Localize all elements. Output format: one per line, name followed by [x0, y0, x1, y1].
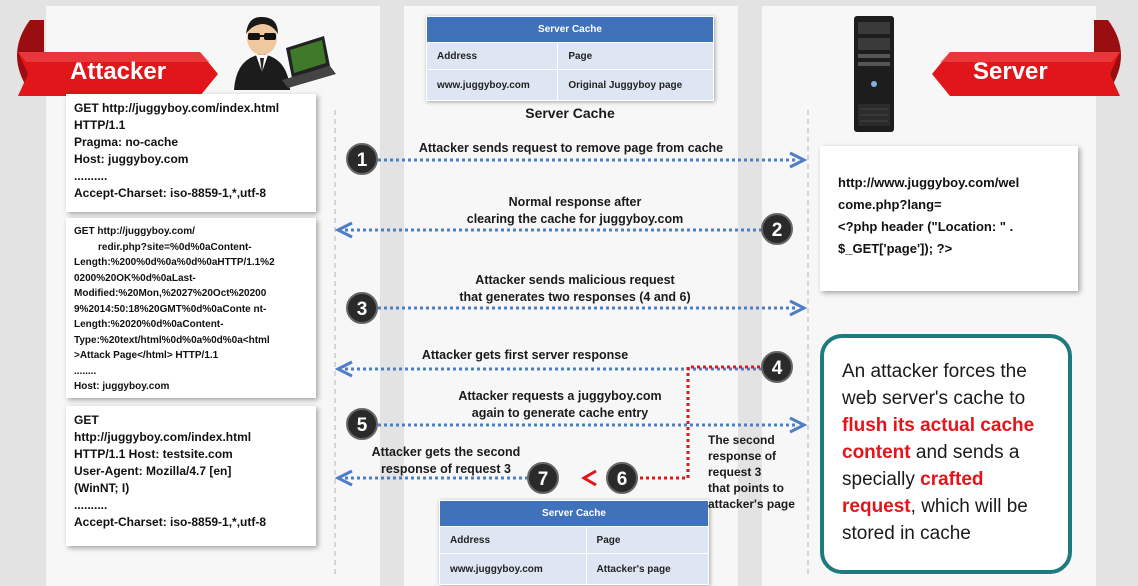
- step-7-label-line2: response of request 3: [381, 462, 511, 476]
- cache-table-title: Server Cache: [426, 16, 714, 43]
- cache-cell-address: www.juggyboy.com: [439, 553, 587, 585]
- request-line: Type:%20text/html%0d%0a%0d%0a<html: [74, 334, 270, 346]
- server-cache-table-bottom: Server Cache Address Page www.juggyboy.c…: [439, 500, 710, 585]
- cache-table-title: Server Cache: [439, 500, 709, 527]
- step-5-marker: [346, 408, 378, 440]
- request-line: Length:%200%0d%0a%0d%0aHTTP/1.1%2: [74, 257, 275, 268]
- request-line: GET: [74, 413, 99, 427]
- step-4-label: Attacker gets first server response: [421, 348, 629, 362]
- request-line: http://juggyboy.com/index.html: [74, 430, 252, 444]
- step-7-label-line1: Attacker gets the second: [371, 445, 521, 459]
- attacker-person-icon: [234, 16, 336, 90]
- request-line: ..........: [74, 498, 108, 512]
- step-1-label: Attacker sends request to remove page fr…: [418, 141, 724, 155]
- request-box-3: GET http://juggyboy.com/index.html HTTP/…: [66, 406, 316, 546]
- request-line: Length:%2020%0d%0aContent-: [74, 319, 224, 330]
- request-box-2: GET http://juggyboy.com/ redir.php?site=…: [66, 218, 316, 398]
- server-code-box: http://www.juggyboy.com/wel come.php?lan…: [820, 146, 1078, 291]
- request-line: User-Agent: Mozilla/4.7 [en]: [74, 464, 232, 478]
- server-banner: [932, 20, 1121, 96]
- cache-header-address: Address: [439, 526, 587, 554]
- side-note-line: response of: [708, 449, 777, 463]
- step-5-label-line1: Attacker requests a juggyboy.com: [458, 389, 662, 403]
- step-7-number: 7: [538, 469, 549, 490]
- request-line: redir.php?site=%0d%0aContent-: [98, 241, 252, 253]
- side-note-line: attacker's page: [708, 497, 795, 511]
- step-1-number: 1: [357, 150, 368, 171]
- request-line: Modified:%20Mon,%2027%20Oct%20200: [74, 288, 267, 299]
- attacker-banner-label: Attacker: [70, 58, 167, 85]
- request-line: 0200%20OK%0d%0aLast-: [74, 272, 196, 284]
- server-cache-caption: Server Cache: [525, 105, 615, 121]
- step-3-label-line1: Attacker sends malicious request: [475, 273, 675, 287]
- code-line: come.php?lang=: [838, 197, 942, 212]
- explanation-callout: An attacker forces the web server's cach…: [820, 334, 1072, 574]
- callout-highlight: crafted request: [842, 469, 984, 517]
- code-line: $_GET['page']); ?>: [838, 241, 953, 256]
- request-line: ........: [74, 365, 97, 377]
- request-line: GET http://juggyboy.com/: [74, 226, 195, 237]
- request-line: Pragma: no-cache: [74, 135, 179, 149]
- request-line: Host: juggyboy.com: [74, 381, 170, 392]
- step-7-marker: [527, 462, 559, 494]
- callout-text: and sends a specially: [842, 442, 1020, 490]
- step-6-number: 6: [617, 469, 628, 490]
- step-3-label-line2: that generates two responses (4 and 6): [459, 290, 691, 304]
- side-note-line: The second: [708, 433, 775, 447]
- callout-highlight: flush its actual cache content: [842, 415, 1035, 463]
- request-line: >Attack Page</html> HTTP/1.1: [74, 350, 219, 361]
- step-3-number: 3: [357, 299, 368, 320]
- request-line: GET http://juggyboy.com/index.html: [74, 101, 280, 115]
- request-line: Accept-Charset: iso-8859-1,*,utf-8: [74, 515, 267, 529]
- request-line: Accept-Charset: iso-8859-1,*,utf-8: [74, 186, 267, 200]
- red-arrow-path: [606, 365, 760, 480]
- step-2-label-line2: clearing the cache for juggyboy.com: [466, 212, 684, 226]
- step-4-number: 4: [772, 358, 783, 379]
- request-line: 9%2014:50:18%20GMT%0d%0aConte nt-: [74, 303, 267, 315]
- attacker-banner: [17, 20, 218, 96]
- server-cache-table-top: Server Cache Address Page www.juggyboy.c…: [425, 16, 714, 101]
- step-2-marker: [761, 213, 793, 245]
- cache-column: [404, 6, 738, 586]
- cache-cell-page: Attacker's page: [585, 553, 710, 585]
- step-1-marker: [346, 143, 378, 175]
- request-box-1: GET http://juggyboy.com/index.html HTTP/…: [66, 94, 316, 212]
- request-line: ..........: [74, 169, 108, 183]
- request-line: HTTP/1.1 Host: testsite.com: [74, 447, 233, 461]
- cache-header-page: Page: [557, 42, 714, 70]
- cache-cell-address: www.juggyboy.com: [425, 69, 559, 101]
- code-line: http://www.juggyboy.com/wel: [838, 175, 1020, 190]
- side-note: The second response of request 3 that po…: [708, 432, 812, 512]
- request-line: Host: juggyboy.com: [74, 152, 189, 166]
- step-5-number: 5: [357, 415, 368, 436]
- cache-cell-page: Original Juggyboy page: [557, 69, 714, 101]
- step-4-marker: [761, 351, 793, 383]
- step-3-marker: [346, 292, 378, 324]
- laptop-icon: [282, 36, 336, 88]
- server-banner-label: Server: [973, 58, 1048, 85]
- step-5-label-line2: again to generate cache entry: [471, 406, 649, 420]
- side-note-line: that points to: [708, 481, 784, 495]
- cache-header-page: Page: [585, 526, 710, 554]
- step-2-label-line1: Normal response after: [508, 195, 642, 209]
- step-2-number: 2: [772, 220, 783, 241]
- request-line: (WinNT; I): [74, 481, 130, 495]
- callout-text: An attacker forces the web server's cach…: [842, 361, 1027, 409]
- step-6-marker: [606, 462, 638, 494]
- callout-text: , which will be stored in cache: [842, 496, 1028, 544]
- request-line: HTTP/1.1: [74, 118, 126, 132]
- side-note-line: request 3: [708, 465, 762, 479]
- code-line: <?php header ("Location: " .: [838, 219, 1014, 234]
- server-tower-icon: [854, 16, 894, 132]
